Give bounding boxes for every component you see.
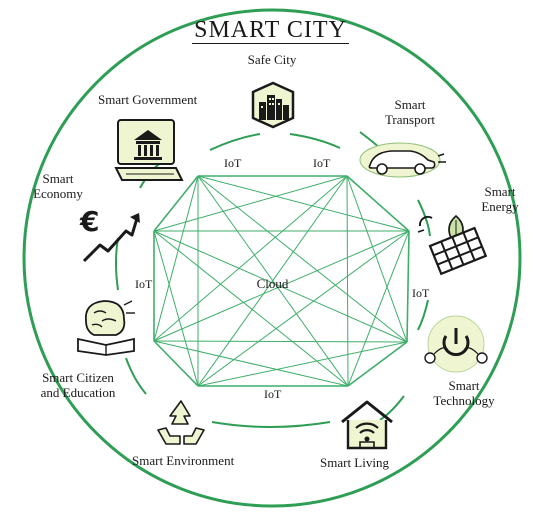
mesh-link — [406, 230, 410, 343]
mesh-link — [153, 340, 408, 343]
label-smart-citizen: Smart Citizen and Education — [18, 370, 138, 400]
mesh-link — [346, 175, 408, 343]
mesh-link — [153, 230, 408, 343]
label-smart-transport-line2: Transport — [384, 112, 436, 127]
label-safe-city: Safe City — [247, 52, 297, 67]
mesh-link — [153, 230, 349, 387]
iot-label-top-left: IoT — [224, 156, 242, 170]
diagram-title: SMART CITY — [0, 17, 541, 44]
mesh-link — [153, 340, 349, 387]
mesh-link — [153, 175, 199, 232]
label-smart-government: Smart Government — [98, 92, 198, 107]
mesh-link — [153, 340, 199, 387]
label-smart-technology: Smart Technology — [419, 378, 509, 408]
brain-book-icon — [77, 300, 135, 356]
diagram-title-text: SMART CITY — [192, 17, 349, 44]
label-smart-citizen-line2: and Education — [40, 385, 116, 400]
city-skyline-icon — [251, 81, 295, 129]
mesh-link — [153, 175, 348, 232]
mesh-link — [153, 230, 199, 387]
label-smart-economy-line2: Economy — [33, 186, 83, 201]
iot-connector — [379, 395, 405, 421]
mesh-link — [153, 230, 410, 342]
smart-house-icon — [341, 400, 393, 450]
mesh-link — [153, 175, 199, 342]
label-smart-environment: Smart Environment — [132, 453, 235, 468]
label-smart-transport: Smart Transport — [375, 97, 445, 127]
iot-label-right: IoT — [412, 286, 430, 300]
label-smart-economy: Smart Economy — [28, 171, 88, 201]
label-smart-energy-line2: Energy — [481, 199, 519, 214]
euro-growth-icon: € — [79, 205, 140, 263]
label-smart-transport-line1: Smart — [394, 97, 426, 112]
label-smart-technology-line2: Technology — [433, 393, 495, 408]
iot-connector — [211, 421, 331, 428]
solar-panel-leaf-icon — [417, 214, 488, 276]
iot-connector — [209, 133, 261, 151]
mesh-link — [197, 230, 410, 387]
iot-connector — [125, 357, 147, 395]
mesh-link — [197, 175, 408, 343]
iot-connector — [417, 199, 431, 237]
iot-label-top-right: IoT — [313, 156, 331, 170]
label-smart-energy: Smart Energy — [470, 184, 530, 214]
mesh-link — [153, 175, 348, 342]
svg-text:€: € — [79, 205, 99, 238]
mesh-link — [346, 175, 410, 232]
mesh-link — [347, 230, 410, 387]
mesh-link — [197, 341, 408, 387]
outer-ring — [22, 8, 522, 508]
car-icon — [359, 142, 446, 178]
recycle-icon — [157, 400, 205, 445]
label-smart-living: Smart Living — [320, 455, 389, 470]
label-smart-technology-line1: Smart — [448, 378, 480, 393]
power-button-icon — [424, 315, 488, 373]
cloud-label: Cloud — [256, 276, 289, 291]
mesh-link — [197, 175, 348, 387]
government-building-computer-icon — [114, 119, 184, 181]
label-smart-economy-line1: Smart — [42, 171, 74, 186]
mesh-link — [197, 175, 410, 232]
iot-label-left: IoT — [135, 277, 153, 291]
label-smart-citizen-line1: Smart Citizen — [42, 370, 114, 385]
label-smart-energy-line1: Smart — [484, 184, 516, 199]
iot-connector — [417, 299, 429, 331]
iot-connector — [289, 133, 341, 149]
mesh-link — [346, 175, 349, 387]
mesh-link — [347, 341, 408, 387]
iot-label-bottom: IoT — [264, 387, 282, 401]
